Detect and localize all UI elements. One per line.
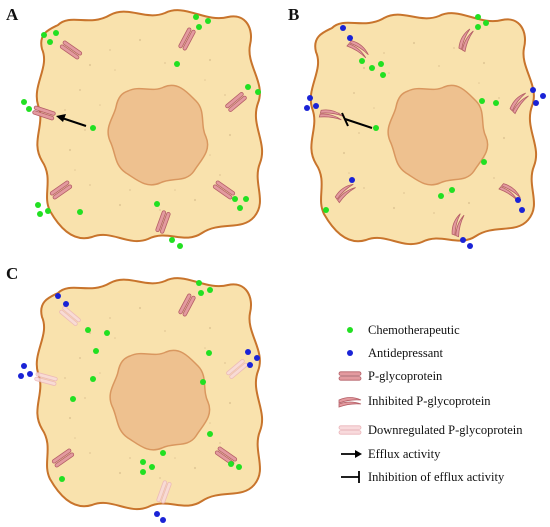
antidepressant-dot-icon bbox=[347, 350, 353, 356]
legend-inhibition: Inhibition of efflux activity bbox=[368, 470, 505, 484]
antidepressant-dots-c bbox=[18, 293, 260, 523]
efflux-arrow bbox=[56, 114, 87, 127]
panel-label-c: C bbox=[6, 264, 18, 283]
nucleus bbox=[109, 349, 211, 451]
pgp-icon bbox=[338, 371, 362, 381]
chemo-dots-b bbox=[323, 14, 499, 213]
legend-downregulated-pgp: Downregulated P-glycoprotein bbox=[368, 423, 523, 437]
legend-antidepressant: Antidepressant bbox=[368, 346, 444, 360]
legend-inhibited-pgp: Inhibited P-glycoprotein bbox=[368, 394, 491, 408]
inhibition-symbol bbox=[341, 112, 373, 129]
t-bar-icon bbox=[341, 471, 360, 483]
arrow-icon bbox=[341, 450, 362, 458]
panel-c: C bbox=[6, 264, 264, 523]
legend: Chemotherapeutic Antidepressant P-glycop… bbox=[338, 323, 523, 484]
nucleus bbox=[387, 84, 489, 186]
legend-efflux: Efflux activity bbox=[368, 447, 441, 461]
legend-chemotherapeutic: Chemotherapeutic bbox=[368, 323, 460, 337]
chemo-dots-c bbox=[59, 280, 242, 482]
panel-label-a: A bbox=[6, 5, 19, 24]
chemo-dot-icon bbox=[347, 327, 353, 333]
panel-a: A bbox=[6, 5, 264, 249]
legend-pgp: P-glycoprotein bbox=[368, 369, 443, 383]
panel-label-b: B bbox=[288, 5, 299, 24]
panel-b: B bbox=[288, 5, 546, 249]
inhibited-pgp-icon bbox=[338, 397, 362, 408]
chemo-dots-a bbox=[21, 14, 261, 249]
antidepressant-dots-b bbox=[304, 25, 546, 249]
nucleus bbox=[107, 84, 209, 186]
downregulated-pgp-icon bbox=[338, 425, 362, 435]
